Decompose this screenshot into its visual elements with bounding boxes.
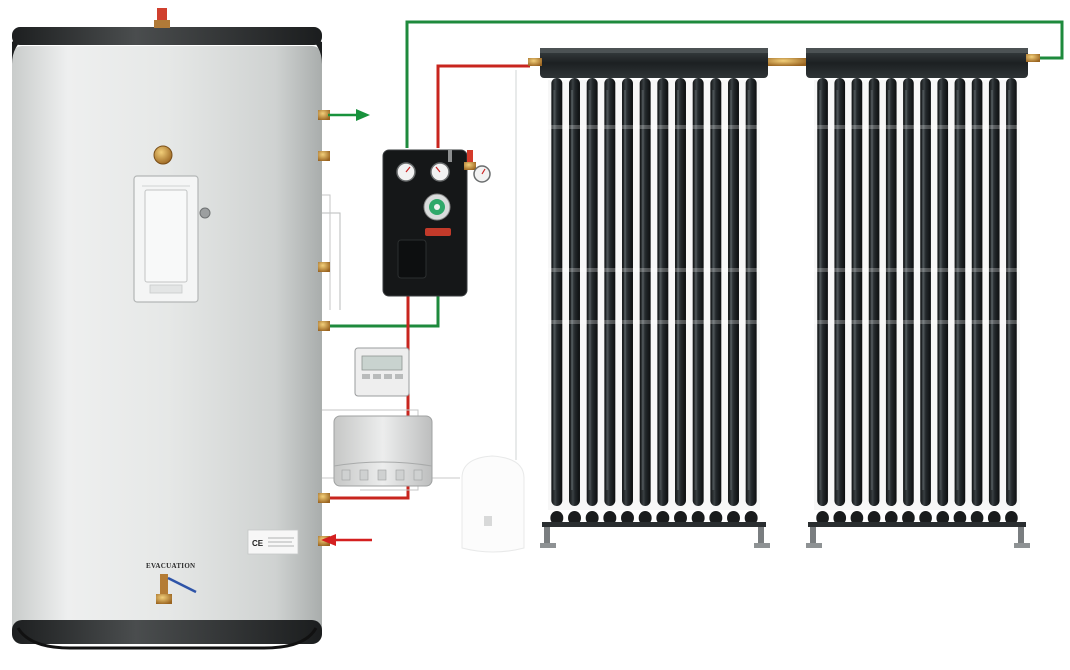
- tube-end-cap: [987, 511, 1001, 525]
- tube-end-cap: [656, 511, 670, 525]
- hot-pipe-to-collector: [436, 64, 530, 148]
- vacuum-tube: [937, 78, 949, 506]
- auxiliary-sensor-unit: [461, 455, 525, 553]
- vacuum-tube: [675, 78, 686, 506]
- circulation-pump-icon: [423, 193, 451, 221]
- heater-cover: [133, 175, 199, 303]
- pump-station: [382, 149, 491, 297]
- return-pipe-top: [405, 20, 1064, 148]
- tube-end-cap: [744, 511, 758, 525]
- vacuum-tube: [903, 78, 914, 506]
- tube-end-cap: [867, 511, 881, 525]
- evacuation-label: EVACUATION: [146, 562, 195, 570]
- tube-end-cap: [727, 511, 740, 525]
- vacuum-tube: [639, 78, 651, 506]
- collector-bottom-rail: [808, 522, 1026, 527]
- tube-end-cap: [884, 511, 898, 525]
- tube-end-cap: [1005, 511, 1018, 525]
- storage-tank: CE EVACUATION: [12, 8, 330, 650]
- tube-end-cap: [638, 511, 652, 525]
- collector-panel-2: [806, 48, 1030, 548]
- collector-manifold: [540, 48, 768, 78]
- collector-panel-1: [540, 48, 770, 548]
- pressure-gauge-icon: [396, 162, 416, 182]
- vacuum-tube: [1006, 78, 1017, 506]
- vacuum-tube: [971, 78, 983, 506]
- collector-bottom-rail: [542, 522, 766, 527]
- collector-foot: [810, 527, 816, 545]
- collector-foot: [1018, 527, 1024, 545]
- tube-end-cap: [603, 511, 617, 525]
- vacuum-tube: [868, 78, 880, 506]
- vacuum-tube: [745, 78, 757, 506]
- tube-end-cap: [936, 511, 950, 525]
- drain-valve-icon: [156, 574, 197, 604]
- tube-end-cap: [709, 511, 723, 525]
- vacuum-tube: [551, 78, 563, 506]
- vacuum-tube: [817, 78, 828, 506]
- vacuum-tube: [569, 78, 580, 506]
- top-valve-icon: [157, 8, 167, 22]
- tube-end-cap: [919, 511, 932, 525]
- tube-end-cap: [833, 511, 847, 525]
- vacuum-tube: [851, 78, 863, 506]
- vacuum-tube: [834, 78, 846, 506]
- inlet-fitting-icon: [528, 58, 542, 66]
- vacuum-tube: [604, 78, 616, 506]
- collector-foot: [758, 527, 764, 545]
- outlet-fitting-icon: [1026, 54, 1040, 62]
- tube-end-cap: [850, 511, 864, 525]
- panel-connector-icon: [768, 58, 806, 66]
- tube-end-cap: [970, 511, 984, 525]
- tube-end-cap: [953, 511, 967, 525]
- tube-end-cap: [568, 511, 581, 525]
- vacuum-tube: [885, 78, 897, 506]
- ce-mark-text: CE: [252, 539, 264, 548]
- anode-fitting-icon: [153, 145, 173, 165]
- vacuum-tube: [920, 78, 931, 506]
- vacuum-tube: [692, 78, 704, 506]
- hot-outlet-arrow-icon: [328, 109, 370, 121]
- collector-manifold: [806, 48, 1028, 78]
- vacuum-tube: [954, 78, 966, 506]
- vacuum-tube: [710, 78, 722, 506]
- vacuum-tube: [586, 78, 598, 506]
- tube-end-cap: [621, 511, 634, 525]
- tube-end-cap: [691, 511, 705, 525]
- return-pipe-lower: [325, 296, 440, 328]
- tube-end-cap: [550, 511, 564, 525]
- tube-end-cap: [816, 511, 829, 525]
- junction-box: [333, 415, 433, 487]
- safety-valve-icon: [464, 150, 491, 183]
- cold-inlet-arrow-icon: [321, 534, 372, 546]
- solar-controller: [354, 347, 410, 397]
- ce-label: CE: [247, 529, 299, 555]
- tube-end-cap: [585, 511, 599, 525]
- thermometer-gauge-icon: [430, 162, 450, 182]
- vacuum-tube: [622, 78, 633, 506]
- vacuum-tube: [657, 78, 669, 506]
- tube-end-cap: [674, 511, 687, 525]
- solar-collectors: [528, 48, 1040, 548]
- vacuum-tube: [988, 78, 1000, 506]
- vacuum-tube: [728, 78, 739, 506]
- collector-foot: [544, 527, 550, 545]
- tube-end-cap: [902, 511, 915, 525]
